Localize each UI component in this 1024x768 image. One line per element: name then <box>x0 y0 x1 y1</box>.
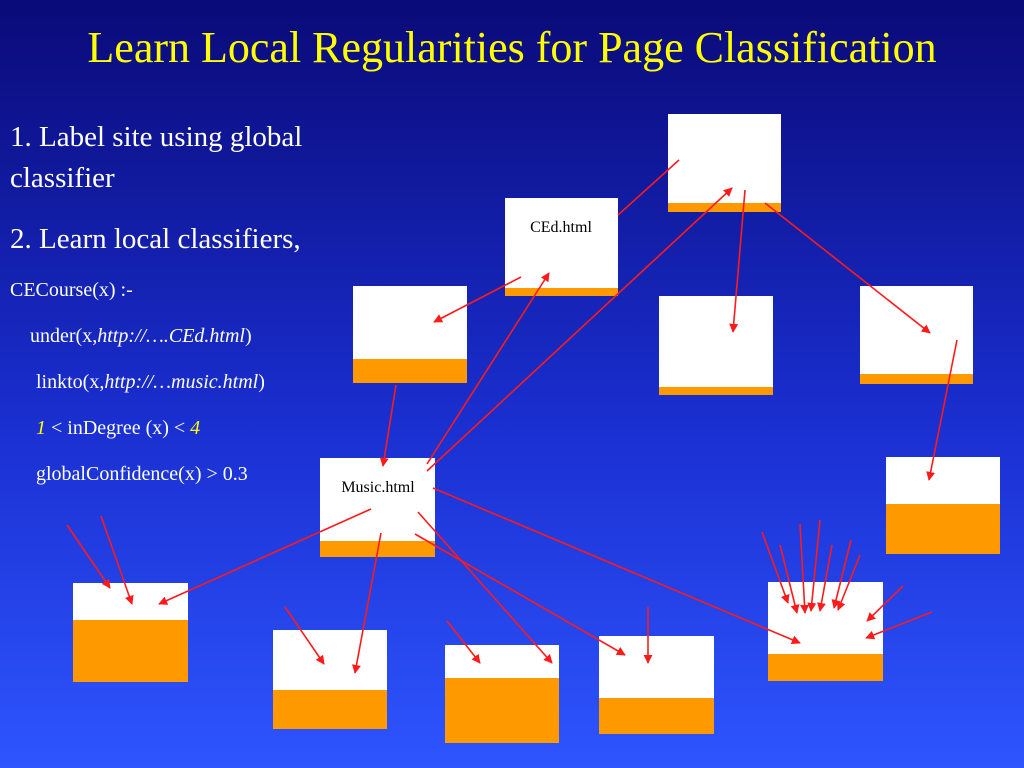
rule-linkto: linkto(x,http://…music.html) <box>36 370 265 394</box>
link-top-to-center-mid <box>729 189 746 333</box>
link-ext-n-to-bottom-right <box>865 611 933 640</box>
page-left-mid <box>353 286 467 383</box>
rule-linkto-suffix: ) <box>258 371 265 393</box>
slide-title: Learn Local Regularities for Page Classi… <box>87 23 937 72</box>
link-music-to-bottom-right <box>432 487 801 644</box>
rule-under-prefix: under(x, <box>30 325 98 347</box>
links <box>66 159 958 674</box>
page-ced: CEd.html <box>505 198 618 296</box>
step-1-line-2: classifier <box>10 162 115 194</box>
link-music-to-bottom-4 <box>414 533 626 656</box>
link-music-to-bottom-2 <box>352 532 382 674</box>
page-top-right <box>668 114 781 212</box>
rule-head: CECourse(x) :- <box>10 279 133 301</box>
page-bottom-3 <box>445 645 559 743</box>
rule-indegree-mid: < inDegree (x) < <box>46 417 191 439</box>
rule-linkto-prefix: linkto(x, <box>36 371 105 393</box>
step-2: 2. Learn local classifiers, <box>10 223 301 255</box>
link-ext-k-to-bottom-right <box>831 539 852 609</box>
page-music: Music.html <box>320 458 435 557</box>
link-ext-g-to-bottom-right <box>779 544 800 614</box>
rule-under: under(x,http://….CEd.html) <box>30 324 252 348</box>
page-music-label: Music.html <box>341 479 415 496</box>
link-ext-b-to-bottom-1 <box>100 515 134 605</box>
link-ext-f-to-bottom-right <box>761 531 790 604</box>
link-music-to-bottom-3 <box>417 511 553 664</box>
link-music-to-ced <box>426 272 550 465</box>
rule-confidence: globalConfidence(x) > 0.3 <box>36 463 248 485</box>
rule-linkto-arg: http://…music.html <box>104 371 259 393</box>
step-1-line-1: 1. Label site using global <box>10 121 303 153</box>
link-ext-j-to-bottom-right <box>817 544 833 612</box>
rule-under-arg: http://….CEd.html <box>97 325 245 347</box>
rule-under-suffix: ) <box>245 325 252 347</box>
page-center-mid <box>659 296 773 395</box>
link-ext-m-to-bottom-right <box>866 585 904 622</box>
link-ext-d-to-bottom-3 <box>446 620 481 664</box>
rule-indegree-high: 4 <box>190 417 201 439</box>
link-top-to-right-mid <box>764 202 931 334</box>
rule-indegree-low: 1 <box>36 417 46 439</box>
link-ext-a-to-bottom-1 <box>66 524 111 589</box>
rule-indegree: 1 < inDegree (x) < 4 <box>36 416 200 440</box>
link-ext-h-to-bottom-right <box>799 523 810 614</box>
link-right-mid-to-far-right <box>926 339 958 481</box>
page-far-right <box>886 457 1000 554</box>
page-ced-label: CEd.html <box>530 219 592 236</box>
link-ext-l-to-bottom-right <box>836 554 861 611</box>
link-top-to-ced <box>617 159 680 216</box>
link-left-mid-to-music <box>379 384 397 467</box>
link-ced-to-left-mid <box>433 276 522 323</box>
link-music-to-bottom-1 <box>158 508 372 605</box>
link-ext-i-to-bottom-right <box>807 519 821 612</box>
page-right-mid <box>860 286 973 384</box>
page-bottom-2 <box>273 630 387 729</box>
link-ext-c-to-bottom-2 <box>284 606 325 665</box>
link-music-to-top <box>426 187 733 472</box>
